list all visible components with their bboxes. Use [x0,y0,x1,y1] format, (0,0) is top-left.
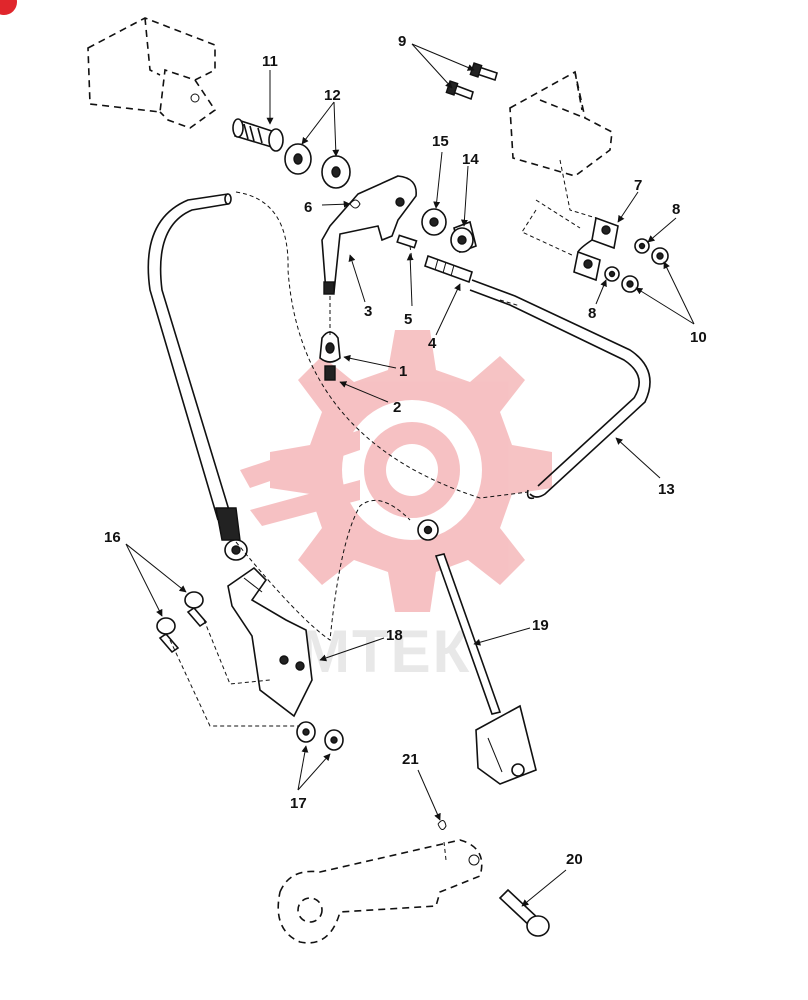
callout-3: 3 [364,303,372,320]
bolt-9a [469,62,498,82]
ghost-lever [277,839,483,944]
bolt-16b [156,617,180,654]
callout-9: 9 [398,33,406,50]
bolt-9b [445,80,474,101]
clip-6 [349,199,361,209]
callout-2: 2 [393,399,401,416]
leader-lines [125,43,695,907]
callout-10: 10 [690,329,707,346]
callout-19: 19 [532,617,549,634]
callout-4: 4 [428,335,437,352]
watermark-text: МТЕК [300,618,471,685]
callout-1: 1 [399,363,407,380]
mounting-bracket-right [509,70,613,177]
bolt-16a [184,591,208,628]
callout-11: 11 [262,53,278,70]
callout-labels: 1 2 3 4 5 6 7 8 8 9 10 11 12 13 14 15 16… [104,33,707,868]
spacer-14 [450,220,477,254]
bracket-18 [227,566,313,718]
assembly-lines [169,159,597,861]
callout-14: 14 [462,151,479,168]
callout-16: 16 [104,529,121,546]
callout-17: 17 [290,795,307,812]
clip-21 [437,820,447,830]
lever-arm-3 [321,175,417,295]
callout-13: 13 [658,481,675,498]
mounting-bracket-left [87,17,217,129]
pin-20 [498,888,550,937]
control-rod [147,193,241,541]
callout-8a: 8 [672,201,680,218]
callout-6: 6 [304,199,312,216]
callout-7: 7 [634,177,642,194]
corner-badge [0,0,17,15]
cable-clamp-7 [573,216,619,282]
pivot-bolt-11 [232,118,284,152]
callout-20: 20 [566,851,583,868]
watermark-logo [240,330,552,612]
rod-19 [417,519,537,785]
pin-5 [396,234,418,249]
callout-8b: 8 [588,305,596,322]
callout-21: 21 [402,751,419,768]
callout-5: 5 [404,311,412,328]
cable-end-4 [424,254,473,284]
callout-12: 12 [324,87,341,104]
callout-15: 15 [432,133,449,150]
knob-1 [319,331,341,363]
callout-18: 18 [386,627,403,644]
set-screw-2 [324,365,336,381]
